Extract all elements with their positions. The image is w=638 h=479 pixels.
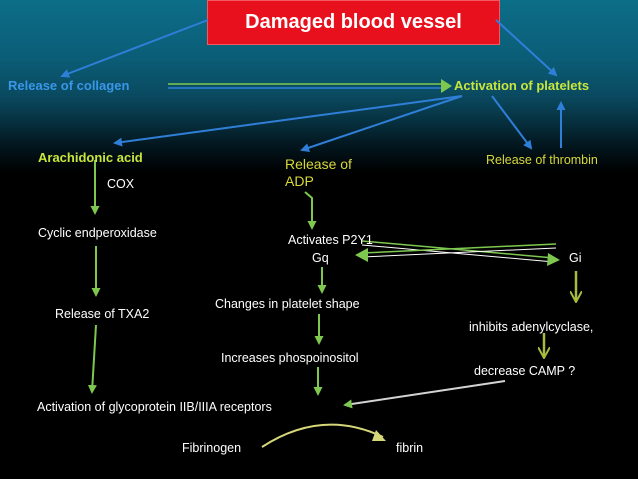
arrow-txa2-to-activation-gp (87, 324, 97, 394)
arrow-title-to-collagen (60, 19, 209, 78)
arrow-decrease-to-activation-gp (343, 380, 506, 409)
arrow-activation-to-adp (300, 95, 463, 153)
arrow-fibrinogen-to-fibrin (261, 423, 384, 448)
node-changes-shape: Changes in platelet shape (215, 297, 360, 311)
node-activates-p2y1: Activates P2Y1 (288, 233, 373, 247)
arrow-gi-to-gq (355, 243, 557, 262)
arrow-fibrinogen-to-fibrin-head (372, 430, 386, 441)
node-release-txa2: Release of TXA2 (55, 307, 150, 321)
node-cyclic-endperoxidase: Cyclic endperoxidase (38, 226, 157, 240)
node-release-adp-line1: Release of (285, 156, 352, 172)
arrow-adp-to-p2y1 (304, 191, 317, 230)
node-increases-phospo: Increases phospoinositol (221, 351, 359, 365)
arrow-activation-to-thrombin (491, 95, 533, 150)
node-activation-glycoprotein: Activation of glycoprotein IIB/IIIA rece… (37, 400, 272, 414)
node-release-adp-line2: ADP (285, 173, 314, 189)
node-gq: Gq (312, 251, 329, 265)
node-arachidonic-acid: Arachidonic acid (38, 150, 143, 165)
node-fibrinogen: Fibrinogen (182, 441, 242, 455)
arrow-collagen-to-activation (168, 79, 452, 93)
node-inhibits-adenylcyclase: inhibits adenylcyclase, (469, 320, 594, 334)
node-release-collagen: Release of collagen (8, 78, 130, 93)
title-box: Damaged blood vessel (207, 0, 500, 45)
node-release-thrombin: Release of thrombin (486, 153, 598, 167)
arrow-title-to-activation (495, 19, 558, 77)
node-decrease-camp: decrease CAMP ? (474, 364, 576, 378)
node-gi: Gi (569, 251, 582, 265)
diagram-title: Damaged blood vessel (245, 11, 462, 33)
arrow-activation-to-arachidonic (113, 95, 463, 147)
node-activation-platelets: Activation of platelets (454, 78, 590, 93)
node-fibrin: fibrin (396, 441, 424, 455)
arrow-p2y1-to-gi (361, 240, 560, 266)
node-cox: COX (107, 177, 135, 191)
